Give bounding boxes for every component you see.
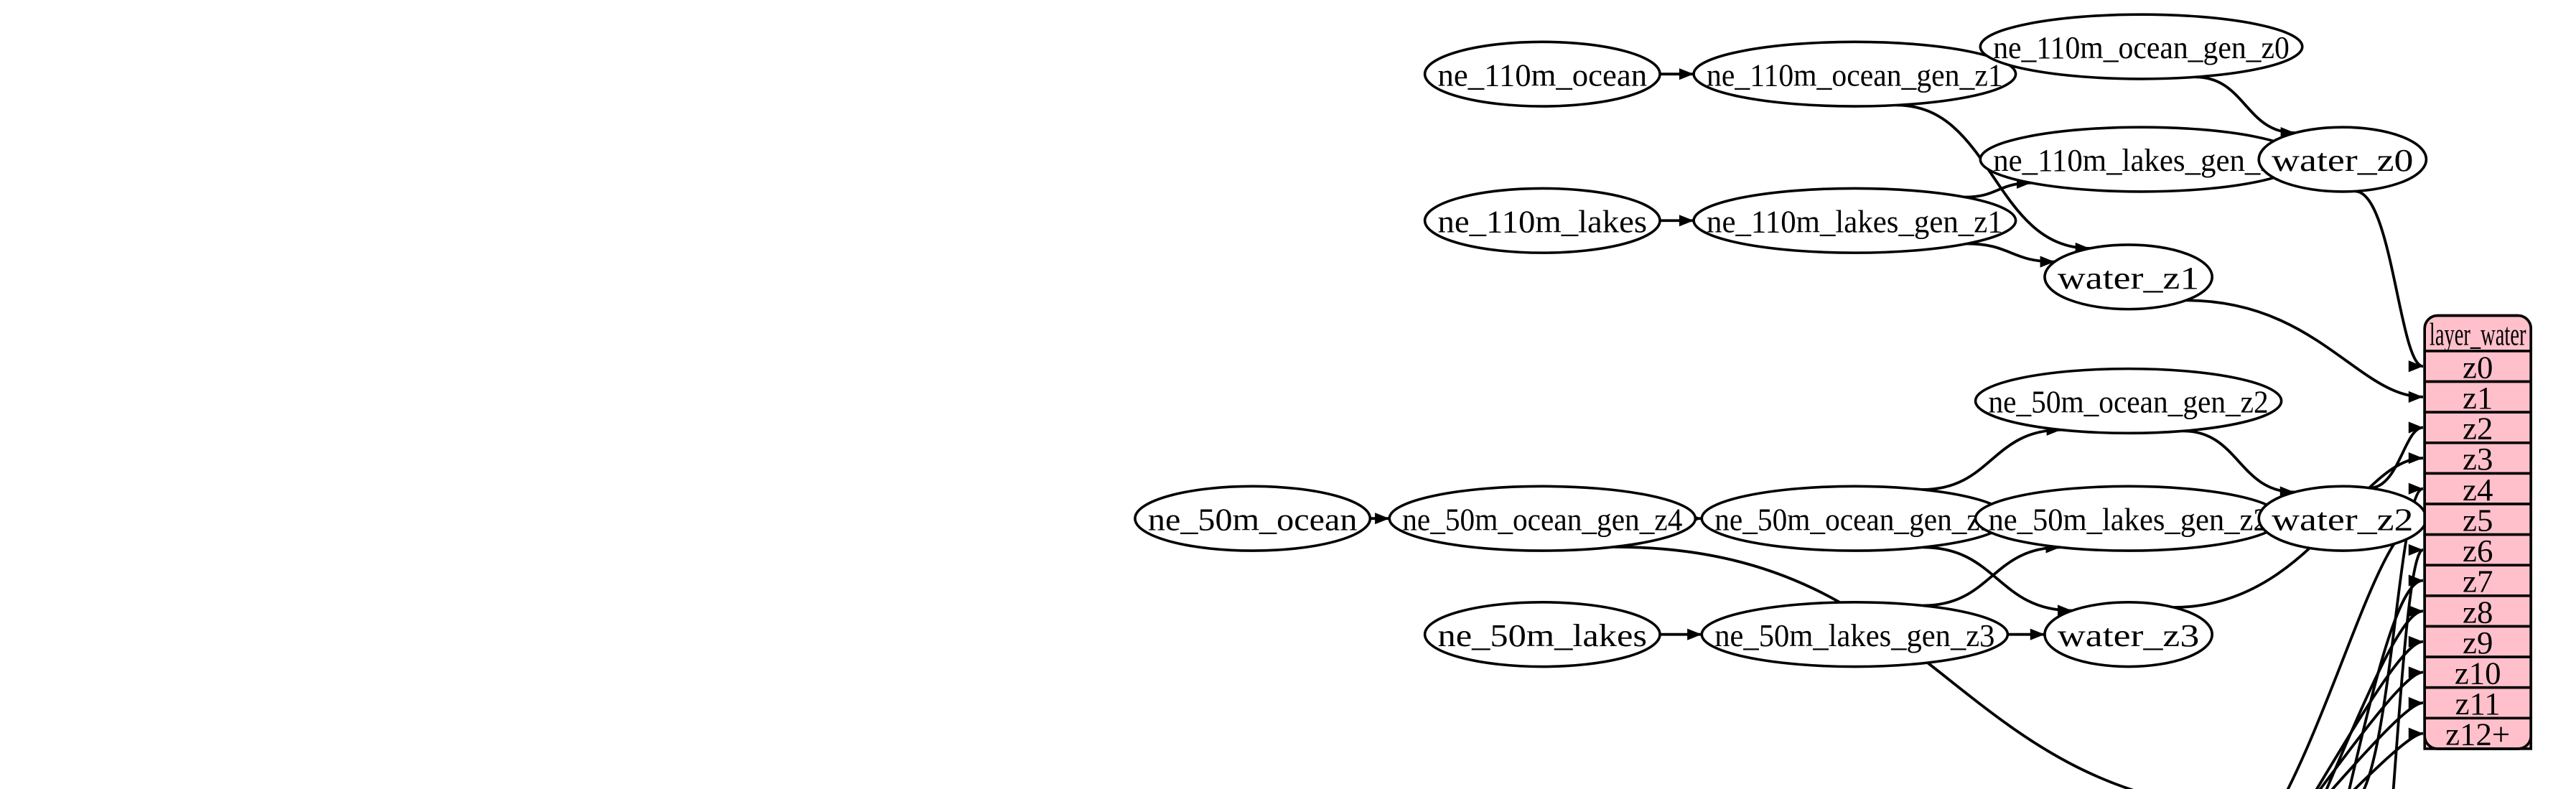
- arrowhead: [1679, 215, 1694, 227]
- edge-ne_50m_ocean_gen_z3-to-water_z3: [1923, 546, 2073, 612]
- table-outline: [2423, 314, 2533, 750]
- edge-water_z0-to-table-row-z0: [2354, 190, 2424, 368]
- node-water_z2[interactable]: water_z2: [2257, 485, 2428, 552]
- node-shape: [1700, 485, 2010, 552]
- arrowhead: [2408, 635, 2423, 648]
- node-shape: [1388, 485, 1697, 552]
- arrowhead: [2408, 727, 2423, 739]
- node-water_z1[interactable]: water_z1: [2043, 243, 2213, 311]
- node-shape: [2257, 126, 2428, 193]
- node-ne_50m_lakes_gen_z3[interactable]: ne_50m_lakes_gen_z3: [1700, 601, 2010, 668]
- node-ne_110m_ocean_gen_z1[interactable]: ne_110m_ocean_gen_z1: [1692, 40, 2017, 108]
- node-ne_110m_lakes_gen_z0[interactable]: ne_110m_lakes_gen_z0: [1979, 126, 2304, 193]
- table-row-z0[interactable]: [2423, 350, 2533, 383]
- node-ne_50m_ocean[interactable]: ne_50m_ocean: [1134, 485, 1372, 552]
- edge-ne_110m_ocean_gen_z1-to-water_z1: [1896, 103, 2090, 250]
- node-ne_110m_lakes_gen_z1[interactable]: ne_110m_lakes_gen_z1: [1692, 187, 2017, 254]
- edge-ne_110m_ocean_gen_z0-to-water_z0: [2195, 75, 2295, 134]
- table-row-z12+[interactable]: [2423, 716, 2533, 750]
- node-shape: [1423, 601, 1661, 668]
- table-row-z3[interactable]: [2423, 441, 2533, 475]
- layer-water-table: layer_waterz0z1z2z3z4z5z6z7z8z9z10z11z12…: [2423, 314, 2533, 752]
- arrowhead: [2408, 391, 2423, 403]
- edge-ne_50m_ocean_gen_z2-to-water_z2: [2183, 429, 2295, 494]
- arrowhead: [2408, 452, 2423, 464]
- node-shape: [2043, 601, 2213, 668]
- arrowhead: [2408, 482, 2423, 495]
- edge-water_z12-to-table-row-z12+: [2353, 732, 2424, 789]
- node-shape: [1423, 40, 1661, 108]
- node-shape: [1974, 485, 2283, 552]
- node-shape: [1423, 187, 1661, 254]
- node-ne_110m_ocean_gen_z0[interactable]: ne_110m_ocean_gen_z0: [1979, 13, 2304, 80]
- table-row-z5[interactable]: [2423, 503, 2533, 536]
- nodes-layer: imposm3osm_water_polygonosm_ocean_polygo…: [1134, 13, 2428, 668]
- edge-water_z10-to-table-row-z10: [2318, 671, 2424, 789]
- edge-ne_50m_ocean_gen_z4-to-water_z4: [1614, 545, 2134, 789]
- table-row-z8[interactable]: [2423, 594, 2533, 628]
- arrowhead: [2030, 628, 2045, 640]
- table-row-z9[interactable]: [2423, 625, 2533, 658]
- arrowhead: [1375, 513, 1390, 525]
- table-row-z10[interactable]: [2423, 655, 2533, 689]
- table-row-z1[interactable]: [2423, 380, 2533, 414]
- edge-water_z7-to-table-row-z7: [2348, 579, 2424, 789]
- arrowhead: [2408, 574, 2423, 587]
- node-shape: [1979, 126, 2304, 193]
- node-ne_110m_ocean[interactable]: ne_110m_ocean: [1423, 40, 1661, 108]
- edge-water_z2-to-table-row-z2: [2369, 426, 2424, 490]
- arrowhead: [2408, 696, 2423, 709]
- node-ne_50m_ocean_gen_z2[interactable]: ne_50m_ocean_gen_z2: [1974, 367, 2283, 435]
- node-ne_50m_ocean_gen_z3[interactable]: ne_50m_ocean_gen_z3: [1700, 485, 2010, 552]
- node-water_z0[interactable]: water_z0: [2257, 126, 2428, 193]
- arrowhead: [2408, 605, 2423, 617]
- edge-ne_50m_lakes_gen_z3-to-ne_50m_lakes_gen_z2: [1923, 546, 2061, 607]
- node-ne_110m_lakes[interactable]: ne_110m_lakes: [1423, 187, 1661, 254]
- edge-water_z11-to-table-row-z11: [2330, 701, 2424, 789]
- arrowhead: [2040, 256, 2055, 268]
- node-shape: [1692, 40, 2017, 108]
- edge-water_z1-to-table-row-z1: [2185, 299, 2423, 398]
- node-shape: [1692, 187, 2017, 254]
- table-row-z11[interactable]: [2423, 686, 2533, 720]
- arrowhead: [2058, 604, 2073, 617]
- arrowhead: [2408, 666, 2423, 678]
- node-ne_50m_ocean_gen_z4[interactable]: ne_50m_ocean_gen_z4: [1388, 485, 1697, 552]
- node-shape: [2043, 243, 2213, 311]
- table-row-z6[interactable]: [2423, 533, 2533, 567]
- arrowhead: [2408, 543, 2423, 556]
- edge-ne_50m_ocean_gen_z3-to-ne_50m_ocean_gen_z2: [1922, 428, 2061, 491]
- node-shape: [1134, 485, 1372, 552]
- arrowhead: [2408, 421, 2423, 434]
- table-row-z2[interactable]: [2423, 411, 2533, 444]
- arrowhead: [1679, 68, 1694, 80]
- node-shape: [2257, 485, 2428, 552]
- edge-water_z8-to-table-row-z8: [2325, 610, 2424, 789]
- node-water_z3[interactable]: water_z3: [2043, 601, 2213, 668]
- table-row-z7[interactable]: [2423, 564, 2533, 597]
- edge-water_z9-to-table-row-z9: [2315, 640, 2424, 789]
- table-row-z4[interactable]: [2423, 472, 2533, 505]
- node-shape: [1974, 367, 2283, 435]
- node-ne_50m_lakes_gen_z2[interactable]: ne_50m_lakes_gen_z2: [1974, 485, 2283, 552]
- node-shape: [1700, 601, 2010, 668]
- arrowhead: [1687, 628, 1702, 640]
- arrowhead: [2408, 360, 2423, 373]
- node-ne_50m_lakes[interactable]: ne_50m_lakes: [1423, 601, 1661, 668]
- node-shape: [1979, 13, 2304, 80]
